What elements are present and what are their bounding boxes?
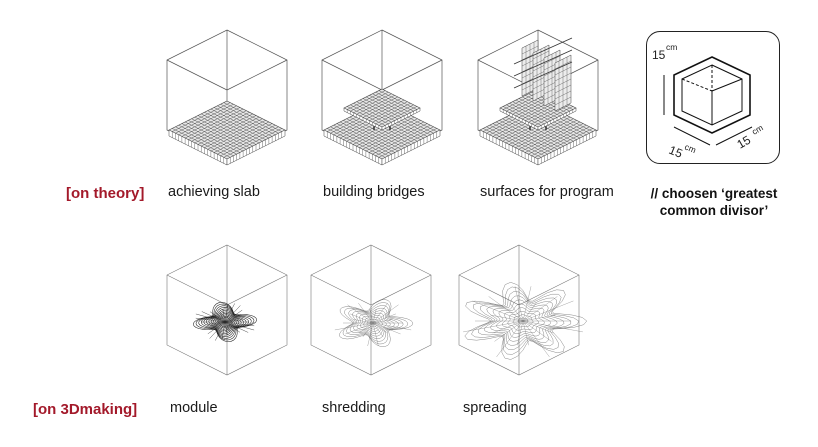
spreading-shape [463,282,587,359]
cube-wireframe [311,245,431,375]
cube-spreading [459,245,579,375]
cube-achieving-slab [167,30,287,160]
divisor-cube: 15 cm 15 cm 15 cm [652,42,765,161]
cube-surfaces-for-program [478,30,598,160]
cube-module [167,245,287,375]
label-building-bridges: building bridges [323,184,425,200]
label-module: module [170,400,218,416]
divisor-note-line2: common divisor’ [659,203,769,218]
divisor-note: // choosen ‘greatest common divisor’ [648,185,780,219]
label-achieving-slab: achieving slab [168,184,260,200]
slab-grid [169,101,285,165]
divisor-note-line1: // choosen ‘greatest [650,186,778,201]
label-spreading: spreading [463,400,527,416]
row-title-theory: [on theory] [66,185,145,202]
cube-shredding [311,245,431,375]
dim-width-left: 15 [667,143,685,161]
dim-height: 15 [652,48,666,62]
divisor-panel [646,31,780,164]
module-shape [193,302,256,341]
dim-width-right-unit: cm [750,122,765,136]
dim-width-right: 15 [735,133,754,152]
label-shredding: shredding [322,400,386,416]
label-surfaces-for-program: surfaces for program [480,184,614,200]
cube-building-bridges [322,30,442,160]
cube-wireframe [167,245,287,375]
dim-height-unit: cm [666,42,677,52]
row-title-3dmaking: [on 3Dmaking] [33,401,138,418]
cube-wireframe [459,245,579,375]
program-grid [480,38,596,165]
dim-width-left-unit: cm [683,142,697,156]
shredding-shape [335,299,413,346]
bridge-grid [324,89,440,165]
